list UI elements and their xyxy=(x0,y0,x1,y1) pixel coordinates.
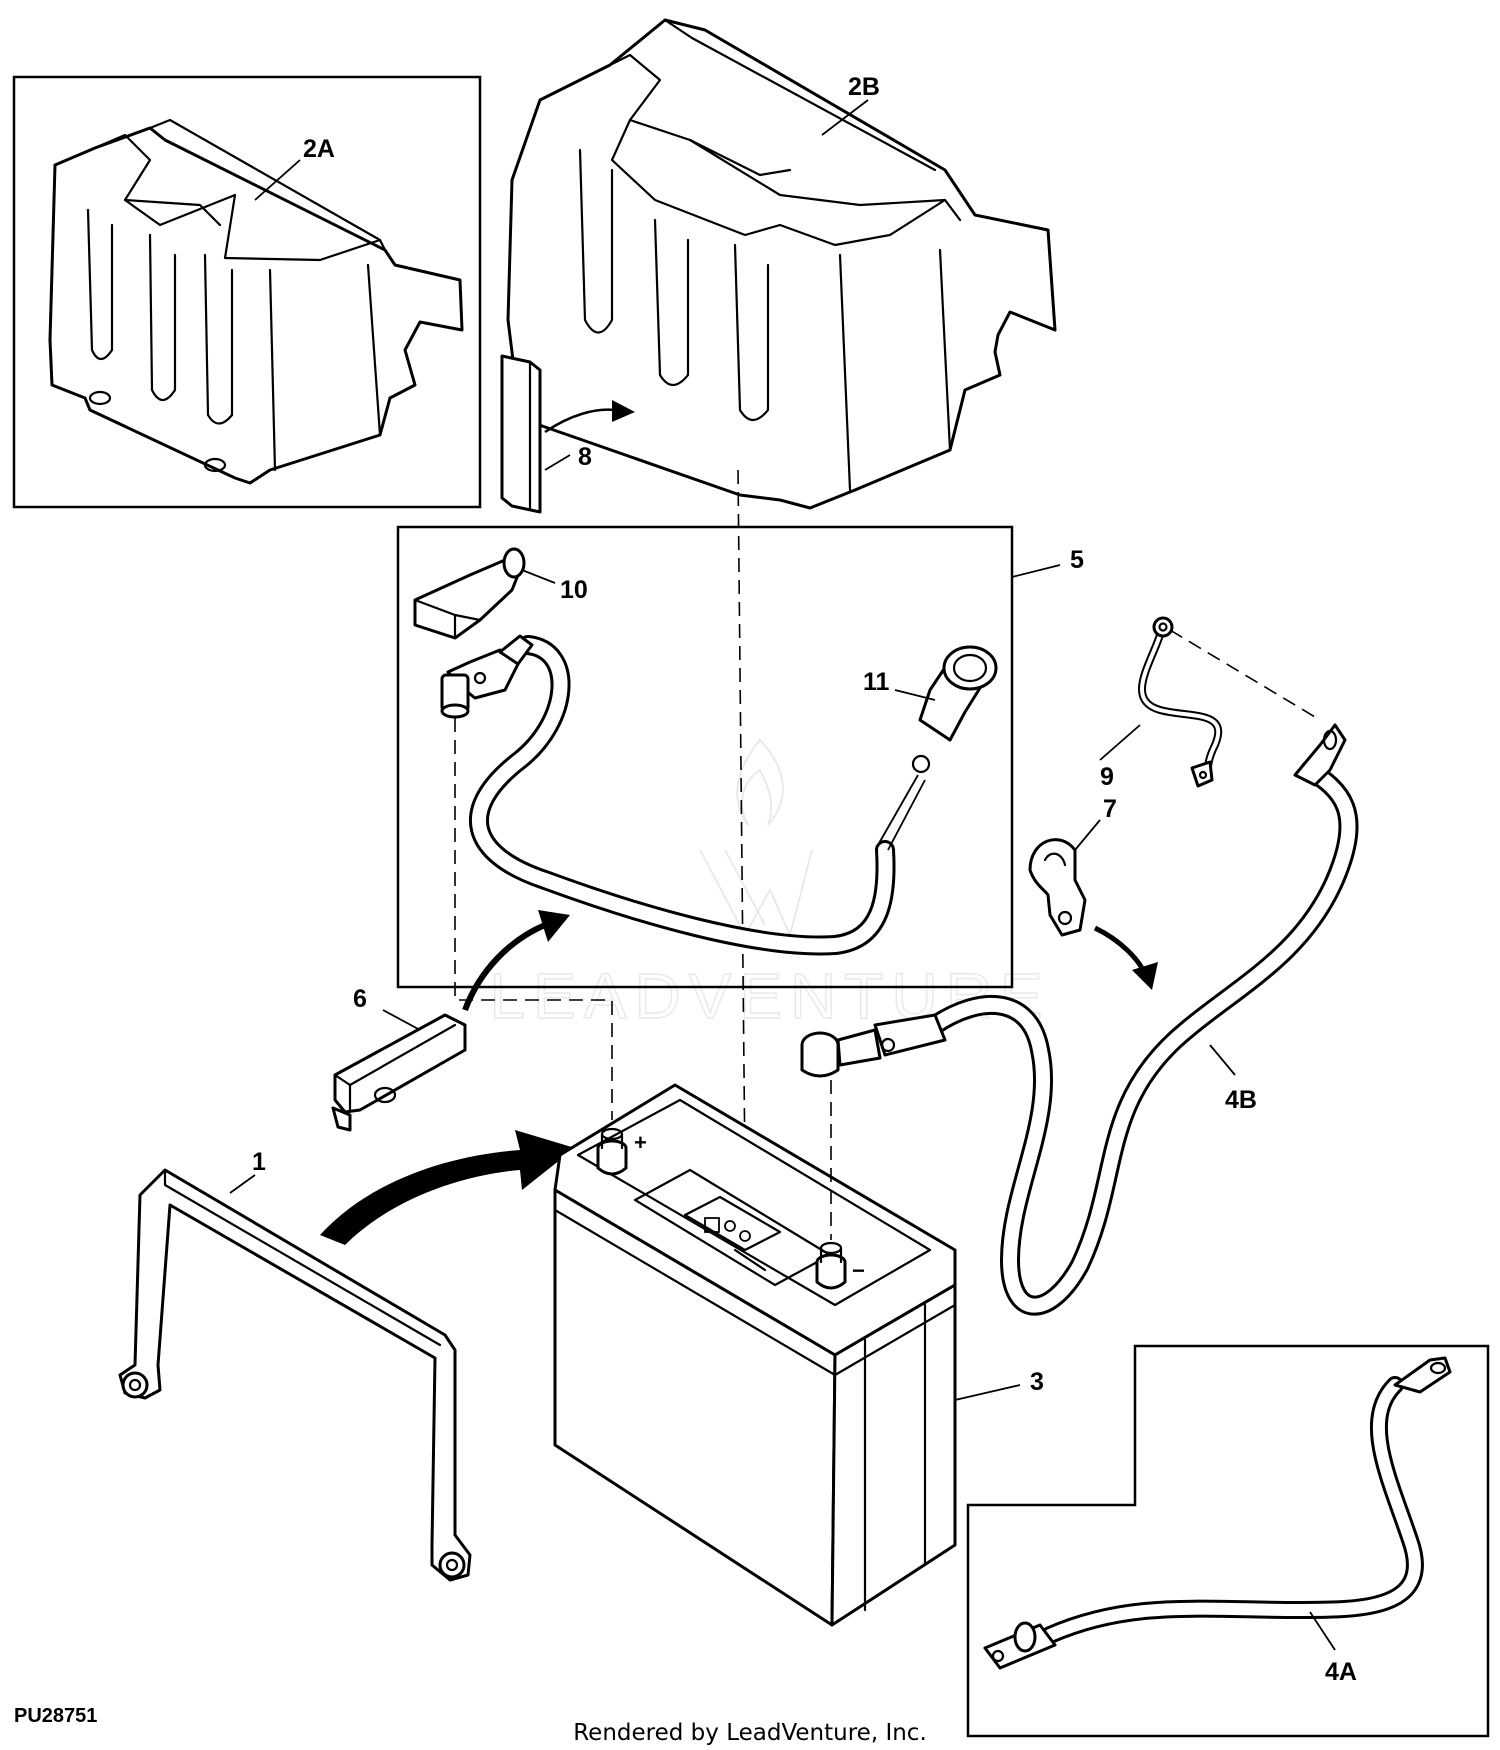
inset-box-5 xyxy=(396,525,1014,989)
battery-cover-2b xyxy=(506,18,1057,510)
callout-6: 6 xyxy=(353,985,367,1013)
alignment-line-positive xyxy=(454,718,613,1120)
callout-10: 10 xyxy=(560,576,588,604)
terminal-boot-11 xyxy=(918,645,998,742)
callout-9: 9 xyxy=(1100,763,1114,791)
figure-id: PU28751 xyxy=(14,1705,97,1727)
footer-credit: Rendered by LeadVenture, Inc. xyxy=(573,1720,927,1746)
arrow-6-to-5 xyxy=(538,910,570,942)
hold-down-bar-1 xyxy=(118,1168,472,1582)
ground-cable-4a xyxy=(983,1356,1452,1670)
callout-2a: 2A xyxy=(303,135,335,163)
battery-negative-mark: − xyxy=(852,1258,865,1283)
alignment-line-ground xyxy=(1169,629,1321,721)
arrow-7-to-4b xyxy=(1132,962,1158,990)
positive-terminal xyxy=(596,1127,628,1176)
negative-cable-4b xyxy=(800,723,1359,1316)
callout-4a: 4A xyxy=(1325,1658,1357,1686)
callout-7: 7 xyxy=(1103,795,1117,823)
callout-5: 5 xyxy=(1070,546,1084,574)
arrow-1-to-battery xyxy=(320,1130,575,1245)
callout-2b: 2B xyxy=(848,73,880,101)
bracket-6 xyxy=(331,1013,467,1132)
positive-cable-5 xyxy=(440,634,931,956)
watermark-text: LEADVENTURE xyxy=(490,960,1051,1032)
inset-box-2a xyxy=(12,75,482,509)
callout-11: 11 xyxy=(863,668,890,696)
negative-terminal xyxy=(815,1241,847,1290)
callout-4b: 4B xyxy=(1225,1086,1257,1114)
callout-8: 8 xyxy=(578,443,592,471)
foam-pad-8 xyxy=(500,354,542,514)
inset-box-4a xyxy=(966,1344,1490,1738)
battery-3: + − xyxy=(553,1083,957,1627)
battery-positive-mark: + xyxy=(634,1130,647,1155)
alignment-line-cover xyxy=(737,469,746,1171)
terminal-boot-10 xyxy=(413,547,526,640)
arrow-8-to-2b xyxy=(612,400,635,422)
callout-1: 1 xyxy=(252,1148,266,1176)
callout-3: 3 xyxy=(1030,1368,1044,1396)
ground-wire-9 xyxy=(1138,616,1223,788)
battery-cover-2a xyxy=(48,118,464,485)
cable-clamp-7 xyxy=(1028,838,1087,937)
